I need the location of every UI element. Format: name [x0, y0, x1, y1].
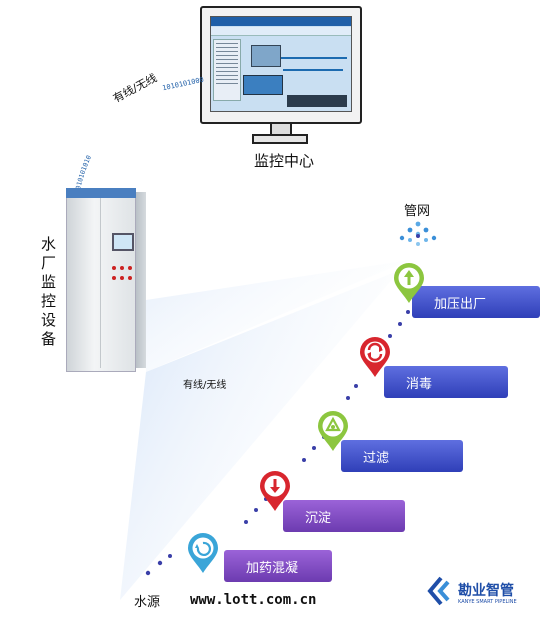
pipe-network-label: 管网	[404, 204, 431, 219]
screen-pipe	[283, 69, 343, 71]
up-arrow-icon	[394, 263, 424, 303]
screen-pool	[243, 75, 283, 95]
disinfect-icon	[360, 337, 390, 377]
cabinet-side	[136, 192, 146, 368]
cabinet-screen	[112, 233, 134, 251]
screen-sidebar	[213, 39, 241, 101]
cabinet-button	[128, 266, 132, 270]
step-bar-3: 过滤	[341, 440, 463, 472]
monitor-label: 监控中心	[254, 152, 315, 170]
lower-link-label: 有线/无线	[183, 380, 227, 391]
upper-link: 010101010	[74, 154, 93, 190]
step-label: 消毒	[406, 376, 433, 392]
screen-titlebar	[211, 17, 351, 26]
brand-name: 勘业智管	[458, 583, 514, 599]
cabinet-button	[128, 276, 132, 280]
screen-pipe	[281, 57, 347, 59]
cabinet-door-line	[100, 198, 101, 368]
filter-icon	[318, 411, 348, 451]
screen-meter-panel	[287, 95, 347, 107]
step-bar-5: 加压出厂	[412, 286, 540, 318]
cabinet-top	[66, 188, 136, 198]
step-label: 加药混凝	[246, 560, 299, 576]
monitor-base	[252, 134, 308, 144]
recycle-icon	[188, 533, 218, 573]
step-bar-2: 沉淀	[283, 500, 405, 532]
screen-tank	[251, 45, 281, 67]
cabinet-button	[120, 276, 124, 280]
monitor	[200, 6, 362, 124]
cabinet-label: 水厂监控设备	[39, 236, 57, 350]
step-label: 加压出厂	[434, 296, 487, 312]
water-source-label: 水源	[134, 595, 161, 610]
brand-subtitle: KANYE SMART PIPELINE	[458, 599, 517, 605]
cabinet-button	[120, 266, 124, 270]
step-label: 沉淀	[305, 510, 332, 526]
down-arrow-icon	[260, 471, 290, 511]
step-bar-1: 加药混凝	[224, 550, 332, 582]
monitor-screen	[210, 16, 352, 112]
step-label: 过滤	[363, 450, 390, 466]
cabinet-button	[112, 266, 116, 270]
step-bar-4: 消毒	[384, 366, 508, 398]
cabinet-button	[112, 276, 116, 280]
website-url[interactable]: www.lott.com.cn	[190, 592, 317, 608]
monitor-stand	[270, 124, 292, 136]
control-cabinet	[66, 188, 136, 372]
brand-logo-icon	[427, 576, 450, 606]
